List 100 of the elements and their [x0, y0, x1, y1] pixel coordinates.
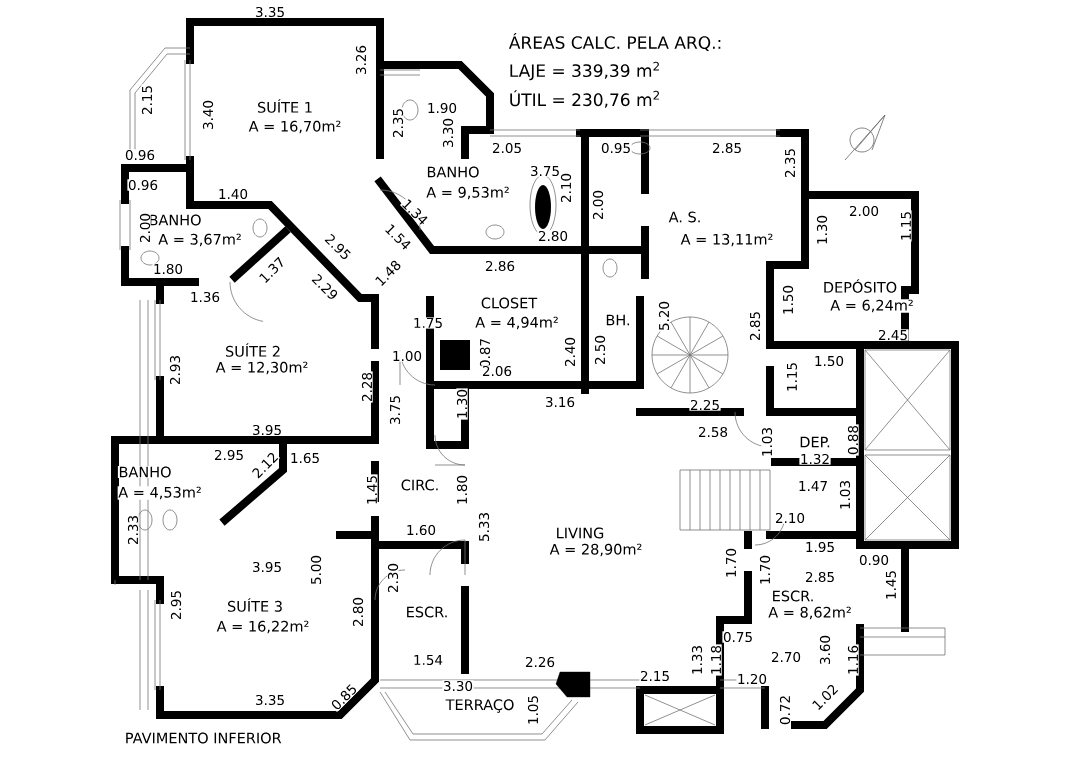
dimension-label: 1.90 — [426, 102, 458, 114]
room-name: CIRC. — [400, 478, 440, 492]
area-label: A = 8,62m² — [767, 606, 853, 620]
dimension-label: 3.16 — [544, 396, 576, 408]
dimension-label: 0.90 — [858, 554, 890, 566]
dimension-label: 2.06 — [481, 365, 513, 377]
dimension-label: 2.28 — [361, 371, 373, 403]
room-name: CLOSET — [480, 296, 538, 310]
dimension-label: 3.26 — [355, 44, 367, 76]
room-name: ESCR. — [771, 589, 815, 603]
dimension-label: 2.80 — [537, 230, 569, 242]
plan-caption: PAVIMENTO INFERIOR — [126, 732, 282, 744]
dimension-label: 3.95 — [251, 561, 283, 573]
dimension-label: 5.33 — [478, 511, 490, 543]
dimension-label: 2.50 — [594, 334, 606, 366]
dimension-label: 2.85 — [804, 571, 836, 583]
dimension-label: 1.50 — [813, 355, 845, 367]
dimension-label: 3.75 — [529, 165, 561, 177]
dimension-label: 1.75 — [412, 317, 444, 329]
dimension-label: 2.30 — [387, 562, 399, 594]
room-name: LIVING — [555, 526, 605, 540]
dimension-label: 2.58 — [697, 426, 729, 438]
dimension-label: 1.00 — [391, 350, 423, 362]
dimension-label: 2.95 — [213, 449, 245, 461]
dimension-label: 2.15 — [141, 84, 153, 116]
dimension-label: 5.20 — [658, 300, 670, 332]
area-label: A = 4,94m² — [474, 316, 560, 330]
dimension-label: 1.54 — [412, 654, 444, 666]
dimension-label: 3.60 — [819, 634, 831, 666]
dimension-label: 1.40 — [217, 188, 249, 200]
dimension-label: 2.95 — [170, 589, 182, 621]
dimension-label: 1.30 — [456, 388, 468, 420]
area-note: ÚTIL = 230,76 m$^{2}$ — [508, 89, 662, 109]
dimension-label: 1.45 — [366, 474, 378, 506]
dimension-label: 1.32 — [799, 453, 831, 465]
dimension-label: 1.33 — [691, 644, 703, 676]
dimension-label: 2.10 — [560, 172, 572, 204]
room-name: SUÍTE 3 — [226, 597, 284, 613]
dimension-label: 1.80 — [456, 474, 468, 506]
dimension-label: 1.03 — [839, 479, 851, 511]
dimension-label: 2.45 — [877, 329, 909, 341]
dimension-label: 1.05 — [527, 694, 539, 726]
dimension-label: 1.15 — [786, 361, 798, 393]
dimension-label: 1.50 — [782, 284, 794, 316]
dimension-label: 5.00 — [310, 554, 322, 586]
area-label: A = 16,22m² — [216, 620, 310, 634]
room-name: SUÍTE 1 — [256, 98, 314, 114]
dimension-label: 0.88 — [847, 424, 859, 456]
area-note: LAJE = 339,39 m$^{2}$ — [508, 61, 662, 81]
dimension-label: 1.65 — [289, 452, 321, 464]
dimension-label: 2.35 — [784, 147, 796, 179]
dimension-label: 3.40 — [202, 99, 214, 131]
dimension-label: 1.20 — [736, 673, 768, 685]
area-label: A = 13,11m² — [680, 233, 774, 247]
dimension-label: 1.03 — [761, 426, 773, 458]
area-label: A = 3,67m² — [157, 233, 243, 247]
dimension-label: 2.85 — [749, 310, 761, 342]
dimension-label: 1.36 — [189, 291, 221, 303]
dimension-label: 1.95 — [804, 541, 836, 553]
dimension-label: 2.15 — [639, 670, 671, 682]
dimension-label: 1.15 — [900, 210, 912, 242]
room-name: A. S. — [668, 210, 702, 224]
dimension-label: 2.70 — [770, 651, 802, 663]
dimension-label: 2.40 — [564, 336, 576, 368]
dimension-label: 1.60 — [405, 524, 437, 536]
dimension-label: 1.70 — [759, 554, 771, 586]
dimension-label: 2.25 — [689, 399, 721, 411]
dimension-label: 3.30 — [442, 117, 454, 149]
area-label: A = 28,90m² — [549, 543, 643, 557]
dimension-label: 3.30 — [442, 680, 474, 692]
dimension-label: 1.47 — [797, 480, 829, 492]
room-name: BANHO — [425, 165, 481, 179]
room-name: TERRAÇO — [445, 698, 515, 714]
room-name: ESCR. — [405, 605, 449, 619]
dimension-label: 2.80 — [352, 596, 364, 628]
room-name: DEPÓSITO — [822, 278, 898, 294]
dimension-label: 2.86 — [484, 260, 516, 272]
dimension-label: 1.45 — [885, 569, 897, 601]
dimension-label: 2.05 — [491, 142, 523, 154]
dimension-label: 2.33 — [127, 514, 139, 546]
dimension-label: 1.70 — [725, 547, 737, 579]
area-note: ÁREAS CALC. PELA ARQ.: — [508, 32, 723, 52]
dimension-label: 2.00 — [592, 189, 604, 221]
dimension-label: 2.93 — [169, 354, 181, 386]
dimension-label: 1.30 — [816, 214, 828, 246]
room-name: SUÍTE 2 — [224, 342, 282, 358]
area-label: A = 12,30m² — [215, 361, 309, 375]
room-name: DEP. — [798, 436, 832, 448]
dimension-label: 2.85 — [711, 142, 743, 154]
dimension-label: 3.35 — [254, 6, 286, 18]
dimension-label: 0.96 — [127, 179, 159, 191]
dimension-label: 0.95 — [600, 142, 632, 154]
dimension-label: 1.16 — [847, 644, 859, 676]
dimension-label: 2.26 — [524, 656, 556, 668]
area-label: A = 16,70m² — [248, 120, 342, 134]
room-name: BH. — [604, 314, 632, 326]
dimension-label: 3.35 — [254, 694, 286, 706]
dimension-label: 3.95 — [251, 424, 283, 436]
dimension-label: 0.96 — [124, 149, 156, 161]
dimension-label: 1.18 — [710, 644, 722, 676]
